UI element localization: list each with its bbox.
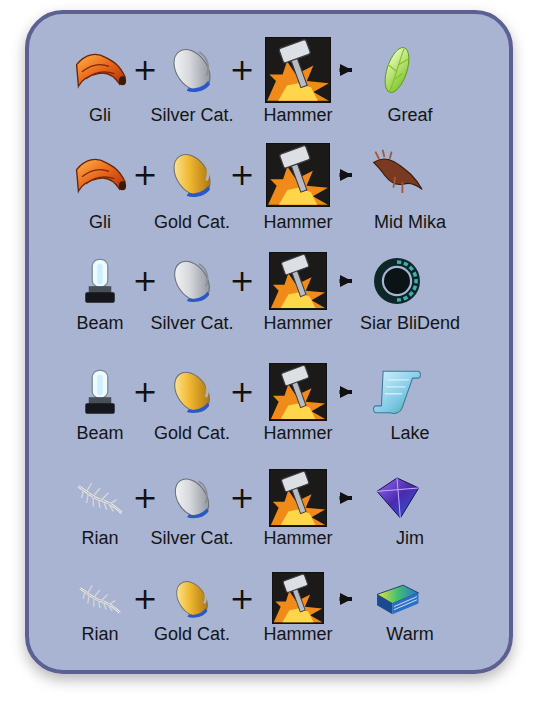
item-name: Beam <box>76 422 123 444</box>
result-arrow <box>340 68 353 72</box>
item-icon <box>167 43 218 97</box>
hammer-icon <box>266 143 330 207</box>
result-icon <box>380 45 413 96</box>
plus-sign: + <box>229 266 254 296</box>
result-icon <box>377 478 419 518</box>
item-name: Siar BliDend <box>360 312 460 334</box>
result-icon <box>374 371 421 413</box>
item-icon <box>78 483 121 513</box>
recipe-item: Lake <box>354 358 466 444</box>
card-panel <box>27 12 511 672</box>
item-name: Beam <box>76 312 123 334</box>
plus-sign: + <box>132 483 157 513</box>
result-arrow <box>340 496 353 500</box>
item-icon <box>167 148 218 202</box>
item-name: Lake <box>390 422 429 444</box>
plus-sign: + <box>229 483 254 513</box>
hammer-icon <box>269 252 327 310</box>
recipe-item: Greaf <box>354 36 466 126</box>
item-name: Gold Cat. <box>154 422 230 444</box>
item-name: Greaf <box>387 104 432 126</box>
item-name: Hammer <box>263 623 332 645</box>
item-name: Gli <box>89 104 111 126</box>
item-icon <box>85 259 114 302</box>
recipe-item: Siar BliDend <box>354 247 466 334</box>
item-name: Rian <box>81 527 118 549</box>
hammer-icon <box>269 469 327 527</box>
item-name: Silver Cat. <box>150 527 233 549</box>
item-name: Hammer <box>263 104 332 126</box>
hammer-icon <box>265 37 331 103</box>
recipe-item: Rian <box>65 464 135 549</box>
item-name: Hammer <box>263 312 332 334</box>
result-arrow <box>340 390 353 394</box>
result-arrow <box>340 597 353 601</box>
item-name: Warm <box>386 623 433 645</box>
item-name: Hammer <box>263 211 332 233</box>
result-icon <box>378 262 416 300</box>
recipe-item: Beam <box>65 358 135 444</box>
plus-sign: + <box>132 584 157 614</box>
item-name: Silver Cat. <box>150 312 233 334</box>
hammer-icon <box>269 363 327 421</box>
recipe-item: Hammer <box>258 358 337 444</box>
item-icon <box>168 473 215 523</box>
item-name: Hammer <box>263 422 332 444</box>
item-name: Jim <box>396 527 424 549</box>
recipe-item: Beam <box>65 247 135 334</box>
item-name: Rian <box>81 623 118 645</box>
recipe-item: Mid Mika <box>354 141 466 233</box>
item-icon <box>168 366 217 418</box>
plus-sign: + <box>132 377 157 407</box>
plus-sign: + <box>132 55 157 85</box>
recipe-item: Hammer <box>258 464 337 549</box>
plus-sign: + <box>229 584 254 614</box>
result-icon <box>377 585 418 614</box>
plus-sign: + <box>132 160 157 190</box>
result-arrow <box>340 279 353 283</box>
item-icon <box>170 576 213 622</box>
plus-sign: + <box>132 266 157 296</box>
item-name: Hammer <box>263 527 332 549</box>
plus-sign: + <box>229 55 254 85</box>
item-icon <box>77 54 127 86</box>
item-name: Gold Cat. <box>154 623 230 645</box>
item-icon <box>77 159 127 191</box>
result-icon <box>374 150 423 193</box>
recipe-item: Jim <box>354 464 466 549</box>
item-icon <box>168 255 217 307</box>
item-icon <box>85 370 114 413</box>
recipe-item: Gli <box>65 141 135 233</box>
plus-sign: + <box>229 377 254 407</box>
recipe-item: Hammer <box>258 565 337 645</box>
recipe-item: Hammer <box>258 247 337 334</box>
item-name: Silver Cat. <box>150 104 233 126</box>
result-arrow <box>340 173 353 177</box>
item-name: Mid Mika <box>374 211 446 233</box>
recipe-item: Gli <box>65 36 135 126</box>
recipe-item: Hammer <box>258 141 337 233</box>
recipe-item: Hammer <box>258 36 337 126</box>
plus-sign: + <box>229 160 254 190</box>
hammer-icon <box>272 572 324 624</box>
recipe-item: Warm <box>354 565 466 645</box>
recipe-item: Rian <box>65 565 135 645</box>
item-name: Gli <box>89 211 111 233</box>
item-name: Gold Cat. <box>154 211 230 233</box>
item-icon <box>80 585 120 613</box>
